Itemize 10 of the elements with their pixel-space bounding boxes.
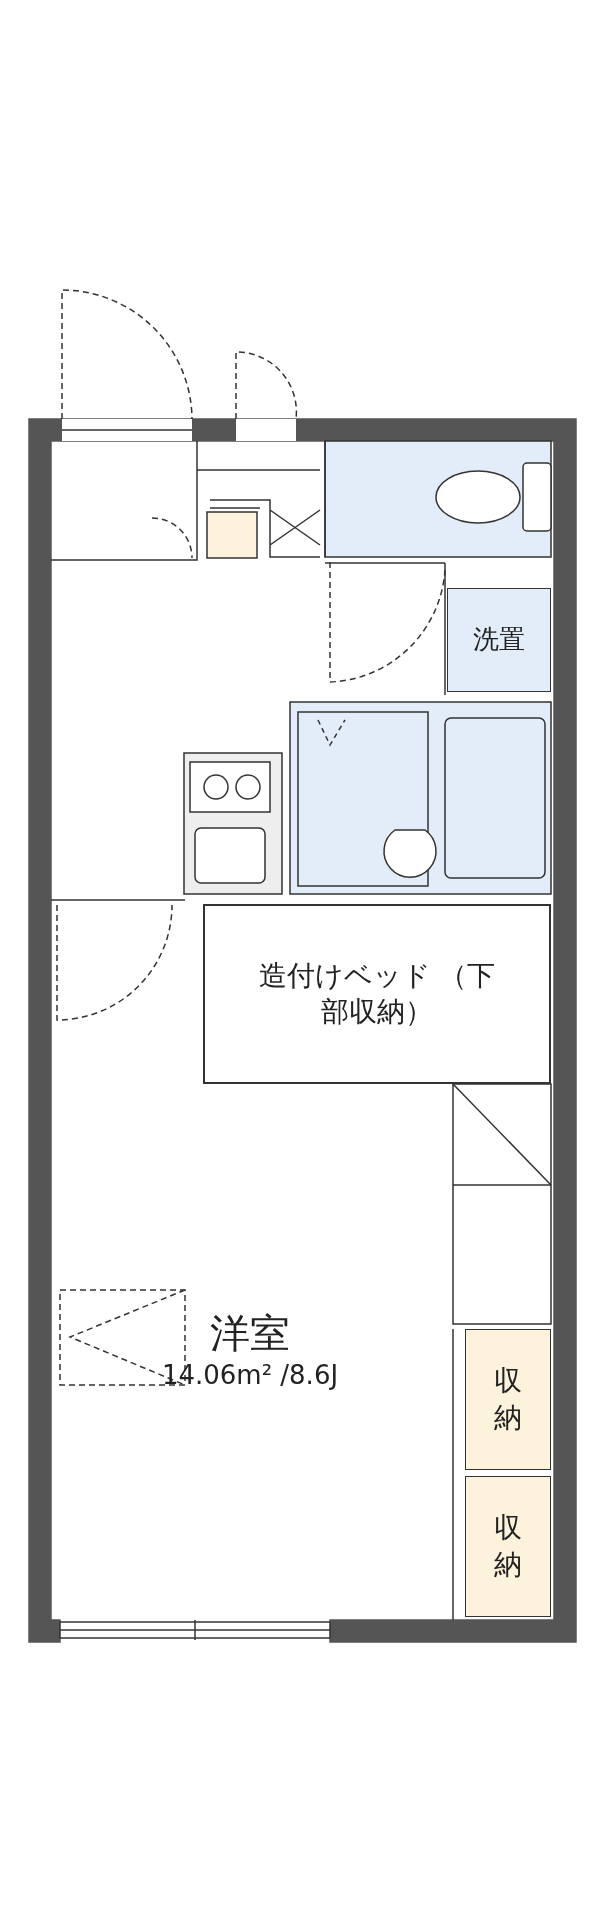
built-in-bed-box <box>203 904 551 1084</box>
storage-closet <box>465 1476 551 1617</box>
storage-closet <box>465 1329 551 1470</box>
laundry-space-label: 洗置 <box>473 623 525 657</box>
laundry-space-box <box>447 588 551 692</box>
room-name: 洋室 <box>210 1309 290 1359</box>
storage-label: 収納 <box>493 1510 523 1583</box>
room-area-size: 14.06m² /8.6J <box>160 1359 340 1393</box>
storage-label: 収納 <box>493 1363 523 1436</box>
bed-label: 造付けベッド （下部収納） <box>257 957 497 1030</box>
